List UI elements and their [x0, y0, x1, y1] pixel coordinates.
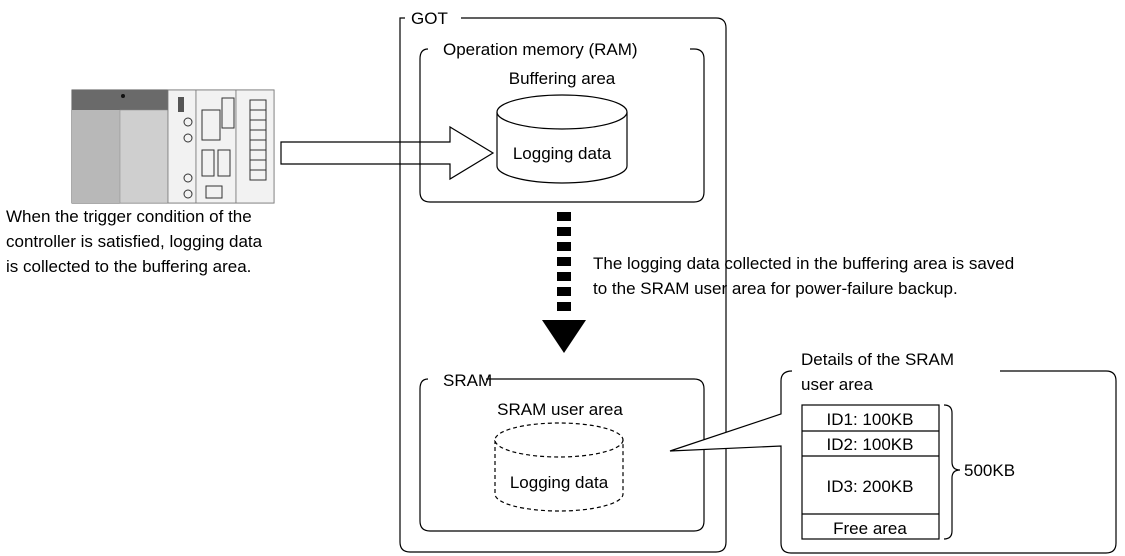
got-box [399, 17, 727, 553]
sram-box [419, 378, 705, 532]
details-title-line2: user area [801, 375, 873, 394]
save-arrow [542, 212, 586, 353]
memory-row-id1: ID1: 100KB [827, 410, 914, 429]
controller-note-line1: When the trigger condition of the [6, 207, 252, 226]
total-size-label: 500KB [964, 461, 1015, 480]
plc-controller-image [71, 89, 275, 204]
buffering-area-label: Buffering area [509, 69, 616, 88]
sram-cylinder-label: Logging data [510, 473, 609, 492]
got-label: GOT [411, 9, 448, 28]
details-title-line1: Details of the SRAM [801, 350, 954, 369]
total-brace [943, 404, 961, 540]
sram-logging-cylinder [494, 422, 624, 512]
sram-user-area-label: SRAM user area [497, 400, 623, 419]
ram-cylinder-label: Logging data [513, 144, 612, 163]
ram-logging-cylinder [496, 94, 628, 184]
save-note-line1: The logging data collected in the buffer… [593, 254, 1014, 273]
memory-row-id2: ID2: 100KB [827, 435, 914, 454]
save-note-line2: to the SRAM user area for power-failure … [593, 279, 958, 298]
controller-note-line3: is collected to the buffering area. [6, 257, 251, 276]
controller-note-line2: controller is satisfied, logging data [6, 232, 263, 251]
collect-arrow [280, 125, 495, 181]
memory-row-free: Free area [833, 519, 907, 538]
sram-label: SRAM [443, 371, 492, 390]
memory-row-id3: ID3: 200KB [827, 477, 914, 496]
memory-allocation-table [801, 404, 940, 540]
ram-box [419, 48, 705, 203]
ram-label: Operation memory (RAM) [443, 40, 638, 59]
